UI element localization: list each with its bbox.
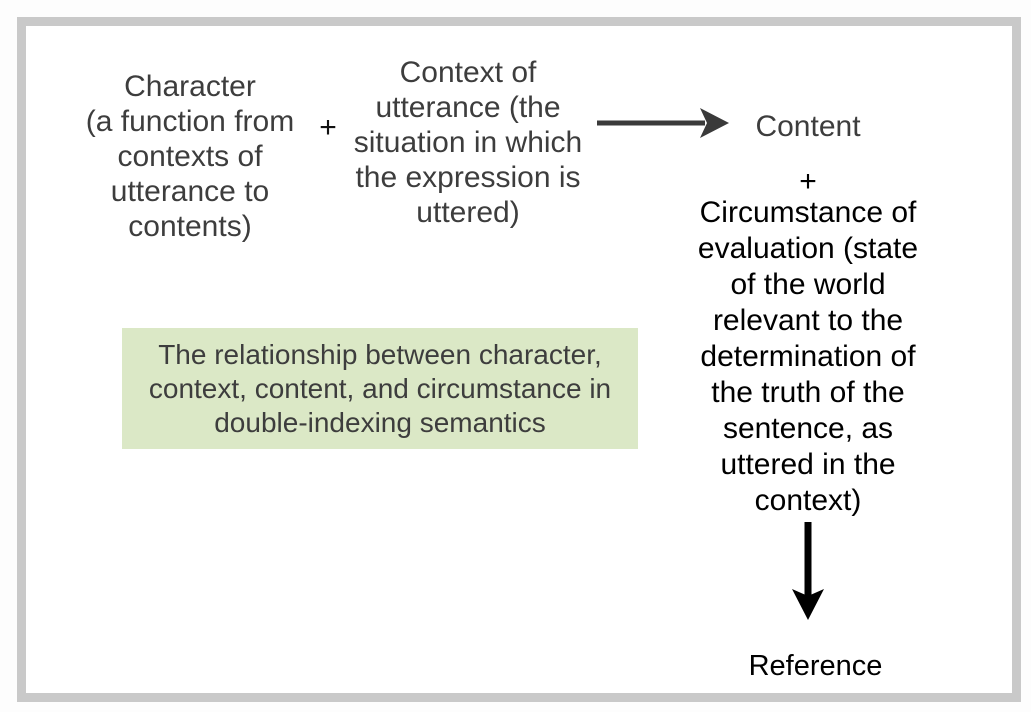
reference-label: Reference xyxy=(748,650,883,682)
down-arrow-icon xyxy=(792,522,824,620)
plus-sign-1: + xyxy=(319,111,337,144)
right-arrow-icon xyxy=(597,108,729,138)
caption-box: The relationship between character, cont… xyxy=(122,328,638,449)
caption-text: The relationship between character, cont… xyxy=(148,338,612,438)
character-block: Character (a function from contexts of u… xyxy=(85,70,295,243)
circumstance-block: Circumstance of evaluation (state of the… xyxy=(697,196,919,517)
context-block: Context of utterance (the situation in w… xyxy=(353,56,583,229)
content-label: Content xyxy=(755,110,861,143)
plus-sign-2: + xyxy=(799,165,817,198)
